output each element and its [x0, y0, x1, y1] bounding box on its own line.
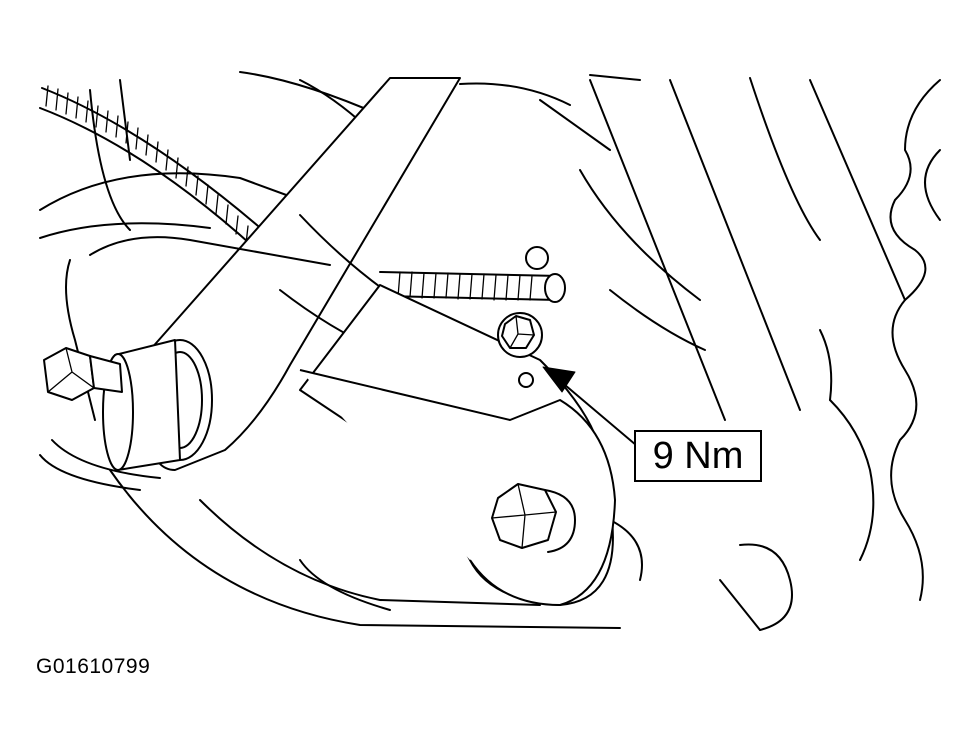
callout-arrow — [542, 366, 637, 446]
housing-outline — [39, 71, 641, 239]
left-hex-nut — [43, 347, 123, 401]
left-bushing — [39, 236, 331, 491]
lower-arm — [299, 369, 616, 606]
figure-id: G01610799 — [36, 655, 151, 678]
right-cover-outline — [819, 79, 941, 601]
sensor-cable — [39, 85, 281, 263]
torque-callout-label: 9 Nm — [634, 430, 762, 482]
lower-hex-bolt — [491, 483, 576, 553]
knuckle-base — [109, 469, 793, 631]
strut-panels — [579, 77, 906, 421]
sensor-cable-end — [379, 271, 566, 303]
sensor-bolt — [497, 246, 549, 388]
